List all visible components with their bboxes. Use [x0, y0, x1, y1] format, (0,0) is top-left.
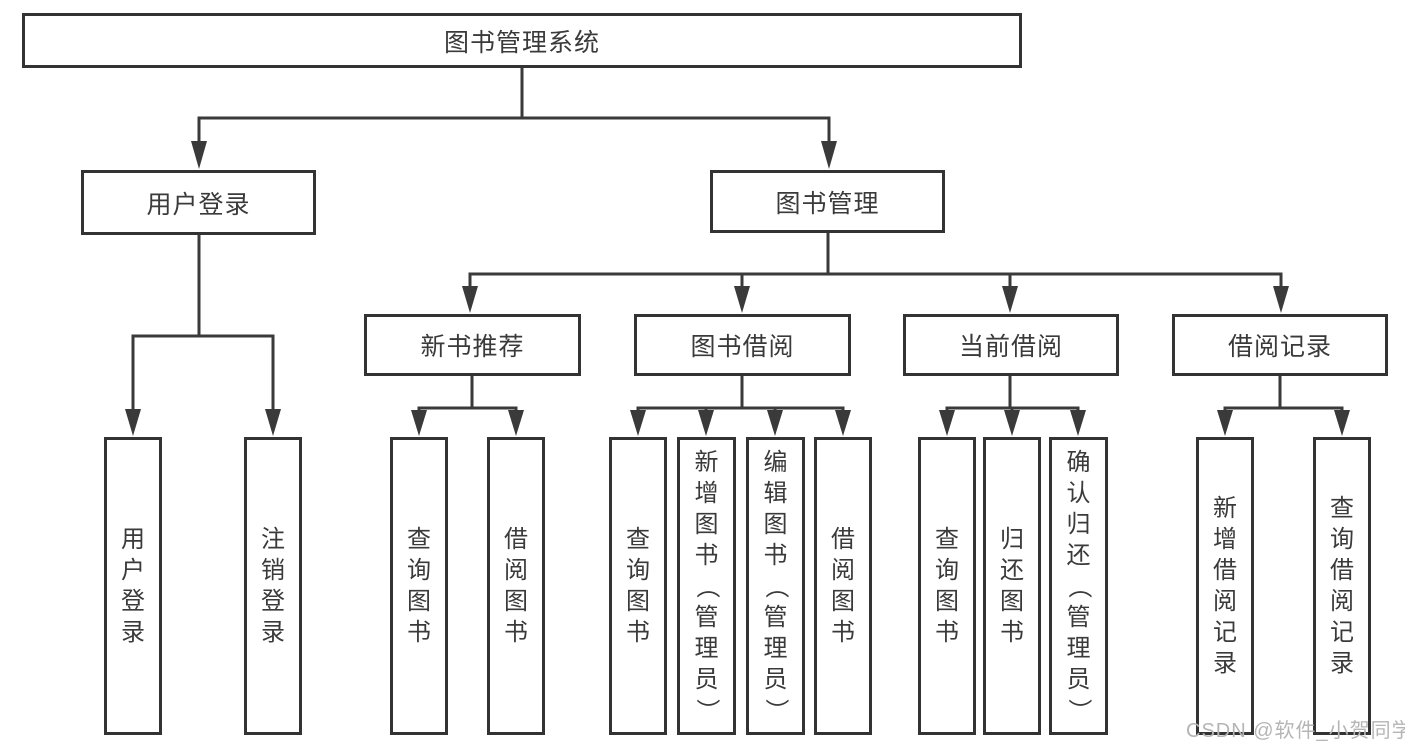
leaf-add-book-admin: 新增图书（管理员）	[677, 437, 736, 735]
arrowheads	[125, 141, 1350, 436]
node-root: 图书管理系统	[22, 13, 1022, 68]
leaf-query-borrow-record: 查询借阅记录	[1313, 437, 1371, 735]
leaf-user-login: 用户登录	[104, 437, 162, 735]
leaf-borrow-books: 借阅图书	[814, 437, 872, 735]
node-borrowing-records: 借阅记录	[1172, 314, 1388, 376]
leaf-borrow-books-recommend: 借阅图书	[487, 437, 545, 735]
leaf-query-books-current: 查询图书	[918, 437, 976, 735]
leaf-confirm-return-admin: 确认归还（管理员）	[1049, 437, 1108, 735]
node-book-management: 图书管理	[710, 170, 945, 233]
leaf-query-books-borrowing: 查询图书	[609, 437, 667, 735]
node-current-borrowing: 当前借阅	[903, 314, 1119, 376]
leaf-logout: 注销登录	[244, 437, 302, 735]
leaf-return-books: 归还图书	[983, 437, 1041, 735]
leaf-edit-book-admin: 编辑图书（管理员）	[746, 437, 805, 735]
leaf-add-borrow-record: 新增借阅记录	[1196, 437, 1254, 735]
watermark: CSDN @软件_小贺同学	[1186, 720, 1405, 742]
node-book-borrowing: 图书借阅	[634, 314, 851, 376]
node-user-login: 用户登录	[81, 170, 316, 235]
node-new-book-recommendation: 新书推荐	[364, 314, 581, 376]
leaf-query-books-recommend: 查询图书	[390, 437, 448, 735]
